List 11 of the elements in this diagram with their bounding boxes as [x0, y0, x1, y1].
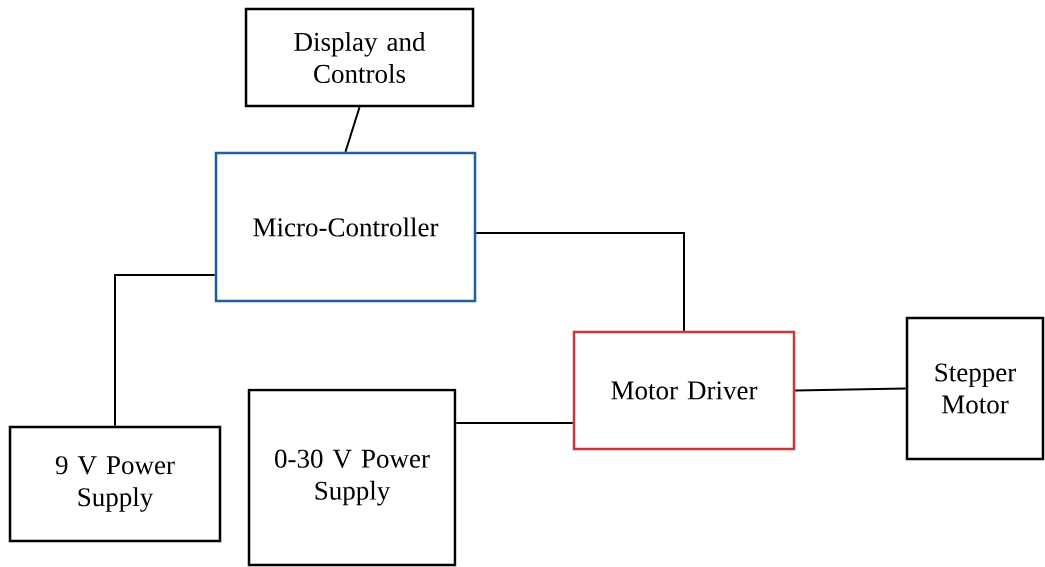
block-box: Display and Controls [244, 7, 475, 108]
block-box: Micro-Controller [214, 151, 477, 303]
block-box: Motor Driver [572, 330, 796, 451]
connector-line [455, 422, 574, 424]
block-box: 9 V Power Supply [8, 425, 222, 543]
block-box: Stepper Motor [905, 316, 1045, 461]
block-box: 0-30 V Power Supply [247, 388, 457, 567]
connector-line [475, 232, 685, 332]
connector-line [794, 387, 907, 392]
connector-line [344, 106, 361, 153]
connector-line [114, 274, 216, 427]
